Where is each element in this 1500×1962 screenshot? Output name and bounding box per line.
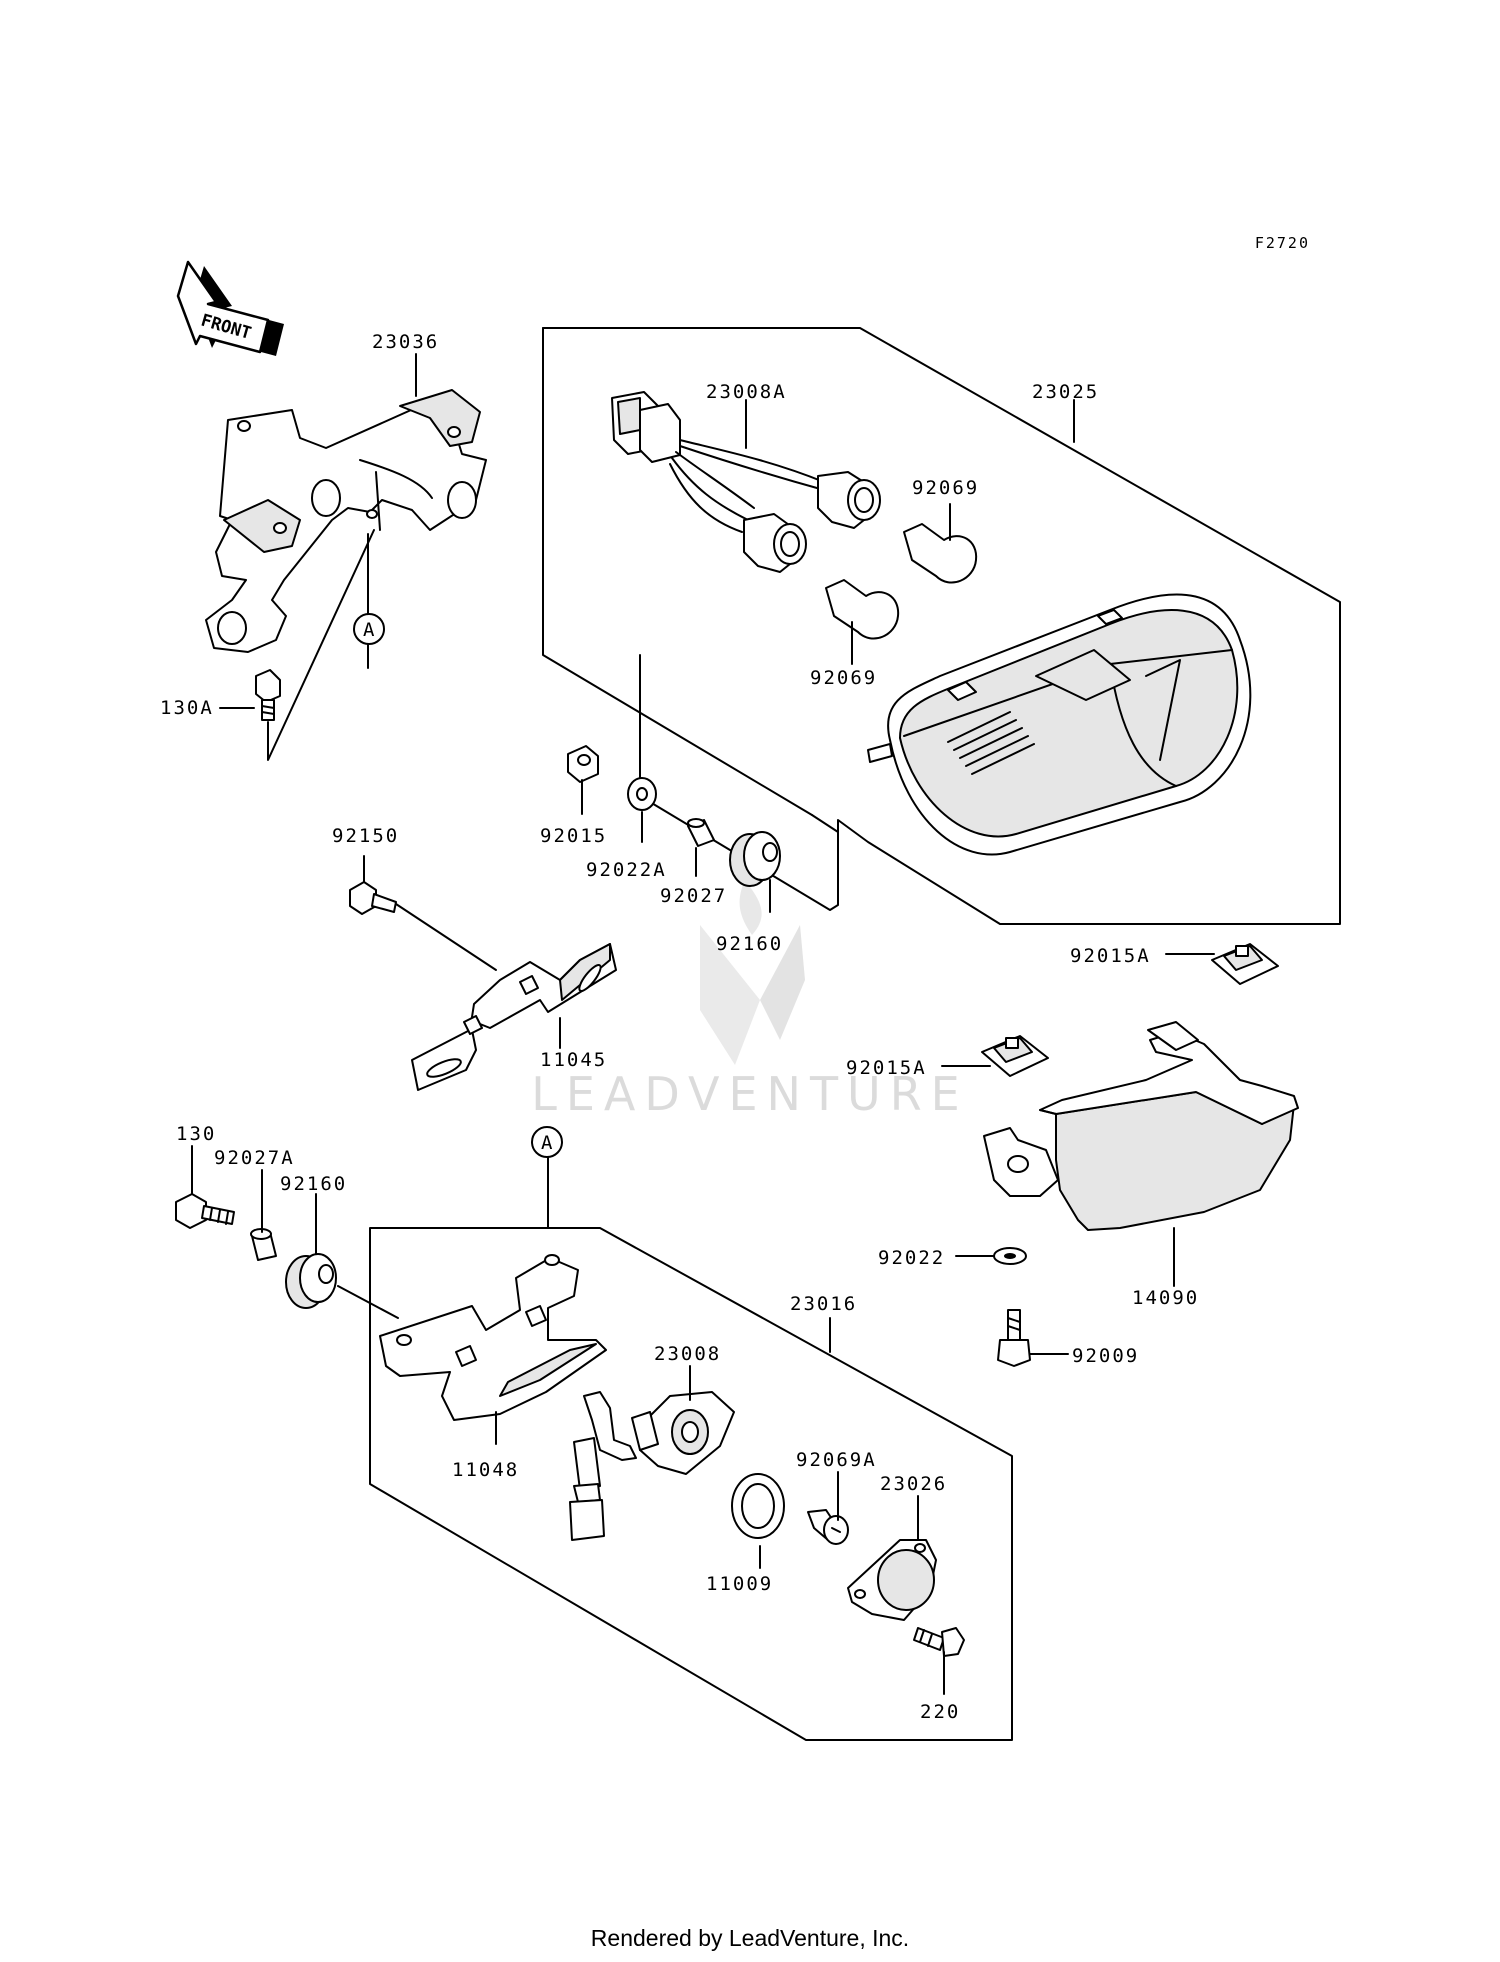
callout-A-top-letter: A <box>363 619 375 641</box>
credit-text: Rendered by LeadVenture, Inc. <box>591 1925 909 1951</box>
label-23025: 23025 <box>1032 381 1099 403</box>
label-92015: 92015 <box>540 825 607 847</box>
label-11048: 11048 <box>452 1459 519 1481</box>
case-14090 <box>983 1021 1299 1231</box>
screw-220 <box>913 1627 965 1657</box>
lens-23026 <box>847 1539 937 1621</box>
label-23008: 23008 <box>654 1343 721 1365</box>
callout-A-low-letter: A <box>541 1132 553 1154</box>
screw-92009 <box>997 1309 1031 1367</box>
label-92015A-mid: 92015A <box>846 1057 927 1079</box>
callout-A-low: A <box>531 1126 563 1158</box>
label-23026: 23026 <box>880 1473 947 1495</box>
label-130: 130 <box>176 1123 216 1145</box>
label-130A: 130A <box>160 697 214 719</box>
label-14090: 14090 <box>1132 1287 1199 1309</box>
label-23008A: 23008A <box>706 381 787 403</box>
label-220: 220 <box>920 1701 960 1723</box>
label-92150: 92150 <box>332 825 399 847</box>
nut-92015A-mid <box>981 1035 1049 1077</box>
label-92069-top: 92069 <box>912 477 979 499</box>
bracket-11048 <box>379 1254 607 1421</box>
label-11045: 11045 <box>540 1049 607 1071</box>
grommet-92160-low <box>285 1253 399 1319</box>
gasket-11009 <box>731 1473 785 1539</box>
socket-23008 <box>569 1391 735 1541</box>
harness-23008A <box>611 391 881 573</box>
label-92069A: 92069A <box>796 1449 877 1471</box>
label-92160-low: 92160 <box>280 1173 347 1195</box>
bulb-92069-bottom <box>825 579 900 640</box>
license-lamp-box <box>369 1227 1013 1741</box>
bulb-92069-top <box>903 523 978 584</box>
collar-92027 <box>687 818 715 847</box>
nut-92015A-top <box>1211 943 1279 985</box>
washer-92022 <box>993 1247 1027 1265</box>
front-arrow: FRONT <box>176 260 284 356</box>
label-92160-mid: 92160 <box>716 933 783 955</box>
nut-92015 <box>567 745 599 783</box>
tail-lamp-lens <box>867 593 1252 856</box>
bolt-130 <box>175 1193 235 1229</box>
bracket-23036 <box>205 389 487 653</box>
label-11009: 11009 <box>706 1573 773 1595</box>
bolt-130A <box>255 669 281 721</box>
collar-92027A <box>250 1228 277 1261</box>
bulb-92069A <box>807 1509 849 1545</box>
leader-lines <box>191 353 1215 1695</box>
label-92022: 92022 <box>878 1247 945 1269</box>
bracket-11045 <box>411 943 617 1091</box>
label-23016: 23016 <box>790 1293 857 1315</box>
watermark: LEADVENTURE <box>531 880 969 1121</box>
part-labels: 23036 130A 23008A 23025 92069 92069 9201… <box>160 331 1199 1723</box>
bolt-92150 <box>349 881 497 971</box>
callout-A-top: A <box>353 613 385 645</box>
label-92069-bottom: 92069 <box>810 667 877 689</box>
grommet-92160-mid <box>729 831 781 887</box>
label-92009: 92009 <box>1072 1345 1139 1367</box>
label-92027A: 92027A <box>214 1147 295 1169</box>
label-92015A-top: 92015A <box>1070 945 1151 967</box>
label-92022A: 92022A <box>586 859 667 881</box>
figure-id: F2720 <box>1255 234 1310 252</box>
label-92027: 92027 <box>660 885 727 907</box>
label-23036: 23036 <box>372 331 439 353</box>
watermark-text: LEADVENTURE <box>531 1067 969 1121</box>
washer-92022A <box>627 777 657 811</box>
